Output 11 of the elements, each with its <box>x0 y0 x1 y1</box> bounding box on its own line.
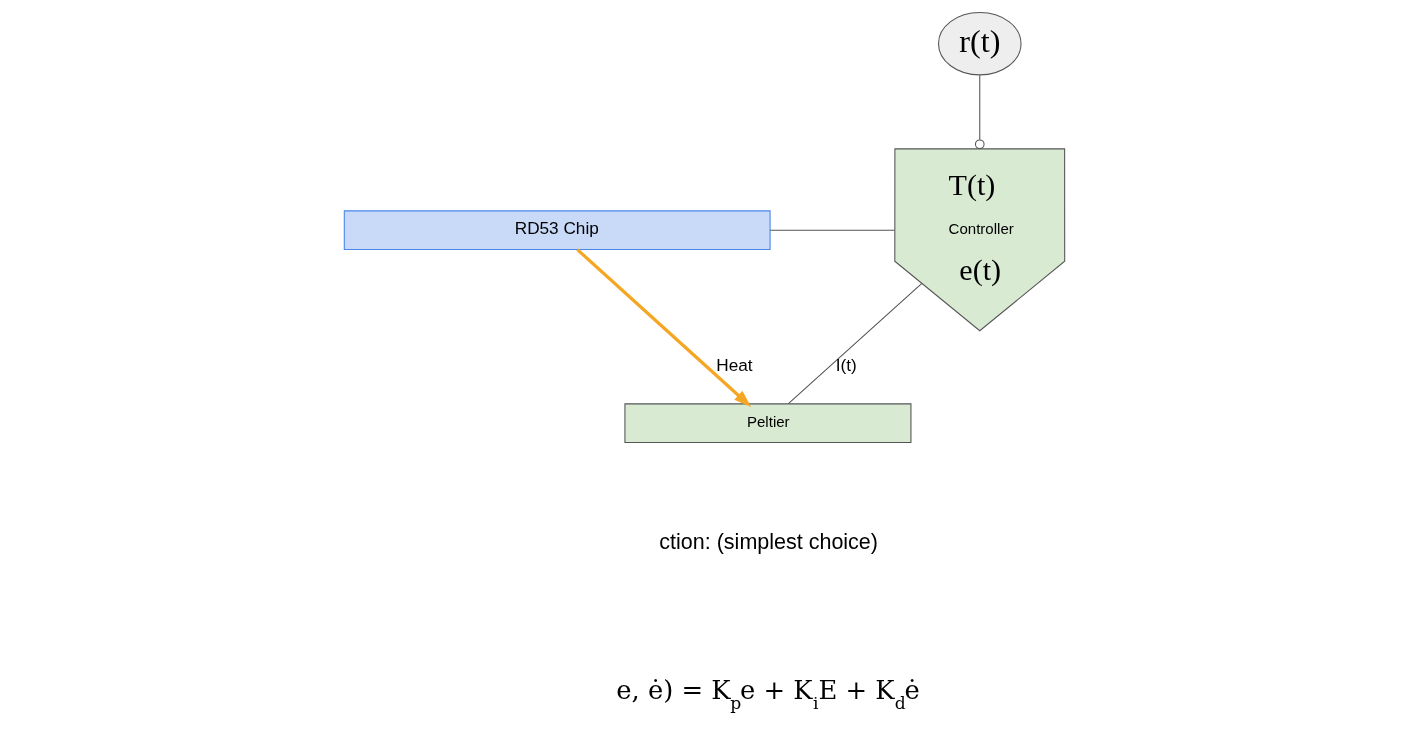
connector <box>974 74 985 150</box>
connector <box>769 229 896 231</box>
arrow <box>576 248 752 407</box>
edge-label: I(t) <box>835 355 857 376</box>
node-ellipse: r(t) <box>937 12 1022 76</box>
label: ction: (simplest choice) <box>659 530 878 555</box>
node-box: Peltier <box>624 403 912 444</box>
node-box: RD53 Chip <box>343 210 771 251</box>
label: e, ė) = K$_{p}$e + K$_{i}$E + K$_{d}$ė <box>616 674 920 713</box>
edge-label: Heat <box>716 355 753 376</box>
connector <box>787 282 923 405</box>
